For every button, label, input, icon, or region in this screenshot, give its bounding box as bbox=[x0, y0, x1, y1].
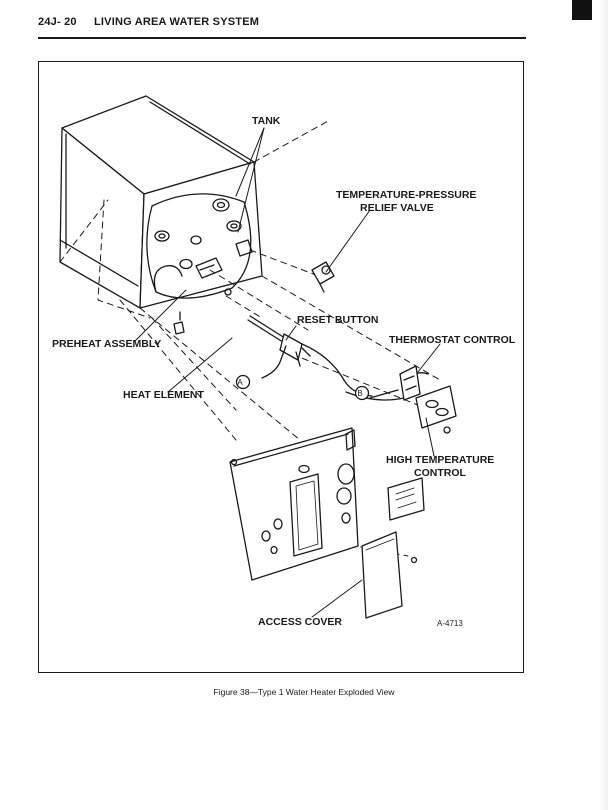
label-high-temp-1: HIGH TEMPERATURE bbox=[386, 454, 494, 466]
heat-element bbox=[247, 315, 311, 379]
tank-housing bbox=[59, 95, 263, 309]
connector-a-label: A bbox=[237, 378, 243, 387]
page-header: 24J- 20 LIVING AREA WATER SYSTEM bbox=[38, 16, 526, 28]
thermostat-control bbox=[399, 365, 421, 401]
section-title: LIVING AREA WATER SYSTEM bbox=[93, 16, 260, 28]
label-heat-element: HEAT ELEMENT bbox=[123, 389, 204, 401]
label-preheat-assembly: PREHEAT ASSEMBLY bbox=[52, 338, 161, 350]
high-temperature-control bbox=[415, 385, 457, 434]
label-access-cover: ACCESS COVER bbox=[258, 616, 342, 628]
mount-screws bbox=[173, 288, 232, 335]
front-panel bbox=[229, 427, 359, 581]
figure-caption: Figure 38—Type 1 Water Heater Exploded V… bbox=[213, 687, 395, 697]
drawing-code: A-4713 bbox=[437, 619, 463, 628]
label-high-temp-2: CONTROL bbox=[414, 467, 466, 479]
header-rule bbox=[38, 37, 526, 39]
connector-b-label: B bbox=[357, 389, 362, 398]
label-reset-button: RESET BUTTON bbox=[297, 314, 378, 326]
label-plate bbox=[387, 477, 425, 521]
label-thermostat-control: THERMOSTAT CONTROL bbox=[389, 334, 516, 346]
access-cover bbox=[361, 531, 418, 619]
page-corner-tab bbox=[572, 0, 592, 20]
label-tank: TANK bbox=[252, 115, 281, 127]
label-relief-valve-1: TEMPERATURE-PRESSURE bbox=[336, 189, 476, 201]
leader-lines bbox=[133, 127, 441, 618]
figure-frame bbox=[38, 61, 524, 673]
relief-valve bbox=[311, 261, 335, 293]
section-number: 24J- 20 bbox=[38, 16, 77, 28]
label-relief-valve-2: RELIEF VALVE bbox=[360, 202, 434, 214]
page-edge-shadow bbox=[598, 0, 608, 810]
connector-markers bbox=[235, 374, 370, 401]
